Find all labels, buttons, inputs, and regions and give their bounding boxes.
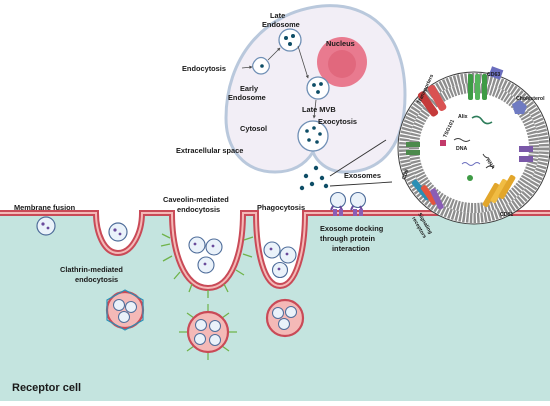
phagocytosis-pit (263, 241, 297, 279)
endocytosis-label: Endocytosis (182, 64, 226, 73)
cd9-protein (406, 142, 420, 155)
zoom-connectors (329, 139, 393, 187)
cytosol-label: Cytosol (240, 124, 267, 133)
cd81-protein (482, 174, 516, 208)
late-endosome (278, 28, 302, 52)
late-endosome-label-1: Late (270, 11, 285, 20)
docking-label-2: through protein (320, 234, 375, 243)
cholesterol (512, 100, 527, 114)
phagocytosis-label: Phagocytosis (257, 203, 305, 212)
docking-label-1: Exosome docking (320, 224, 384, 233)
caveolin-vesicle (179, 304, 237, 360)
caveolin-label-1: Caveolin-mediated (163, 195, 229, 204)
nucleus-label: Nucleus (326, 39, 355, 48)
plasma-membrane-inner (0, 212, 550, 290)
cd81-label: CD81 (500, 212, 513, 218)
clathrin-label-2: endocytosis (75, 275, 118, 284)
late-mvb (306, 76, 330, 100)
clathrin-pit (108, 222, 128, 242)
released-exosomes (299, 165, 329, 191)
right-receptor (519, 146, 533, 162)
cd63-protein (468, 66, 504, 100)
exocytosis-mvb (297, 120, 329, 152)
clathrin-label-1: Clathrin-mediated (60, 265, 123, 274)
late-mvb-label: Late MVB (302, 105, 336, 114)
caveolin-label-2: endocytosis (177, 205, 220, 214)
signaling-receptors (411, 179, 444, 210)
exosome-zoom (397, 66, 550, 225)
clathrin-coated-vesicle (105, 289, 145, 331)
alix-label: Alix (458, 114, 468, 120)
exosome-docking (329, 191, 367, 216)
exosome-cargo (440, 115, 495, 181)
cd63-label: CD63 (487, 72, 500, 78)
caveolin-pit (160, 233, 254, 298)
early-endosome-label-2: Endosome (228, 93, 266, 102)
exosomes-label: Exosomes (344, 171, 381, 180)
early-endosome-label-1: Early (240, 84, 259, 93)
membrane-fusion-exosome (36, 216, 56, 236)
transporter-proteins (417, 84, 447, 117)
phagosome (265, 298, 305, 338)
docking-label-3: interaction (332, 244, 370, 253)
exocytosis-label: Exocytosis (318, 117, 357, 126)
labels: Late Endosome Nucleus Endocytosis Early … (12, 11, 384, 394)
membrane-fusion-label: Membrane fusion (14, 203, 76, 212)
receptor-cell-label: Receptor cell (12, 382, 81, 394)
dna-label: DNA (456, 146, 467, 152)
cd9-label: CD9 (401, 169, 410, 181)
rna-label: RNA (484, 158, 496, 171)
extracellular-space-label: Extracellular space (176, 146, 243, 155)
donor-cell (224, 4, 407, 191)
late-endosome-label-2: Endosome (262, 20, 300, 29)
cholesterol-label: Cholesterol (516, 96, 545, 102)
